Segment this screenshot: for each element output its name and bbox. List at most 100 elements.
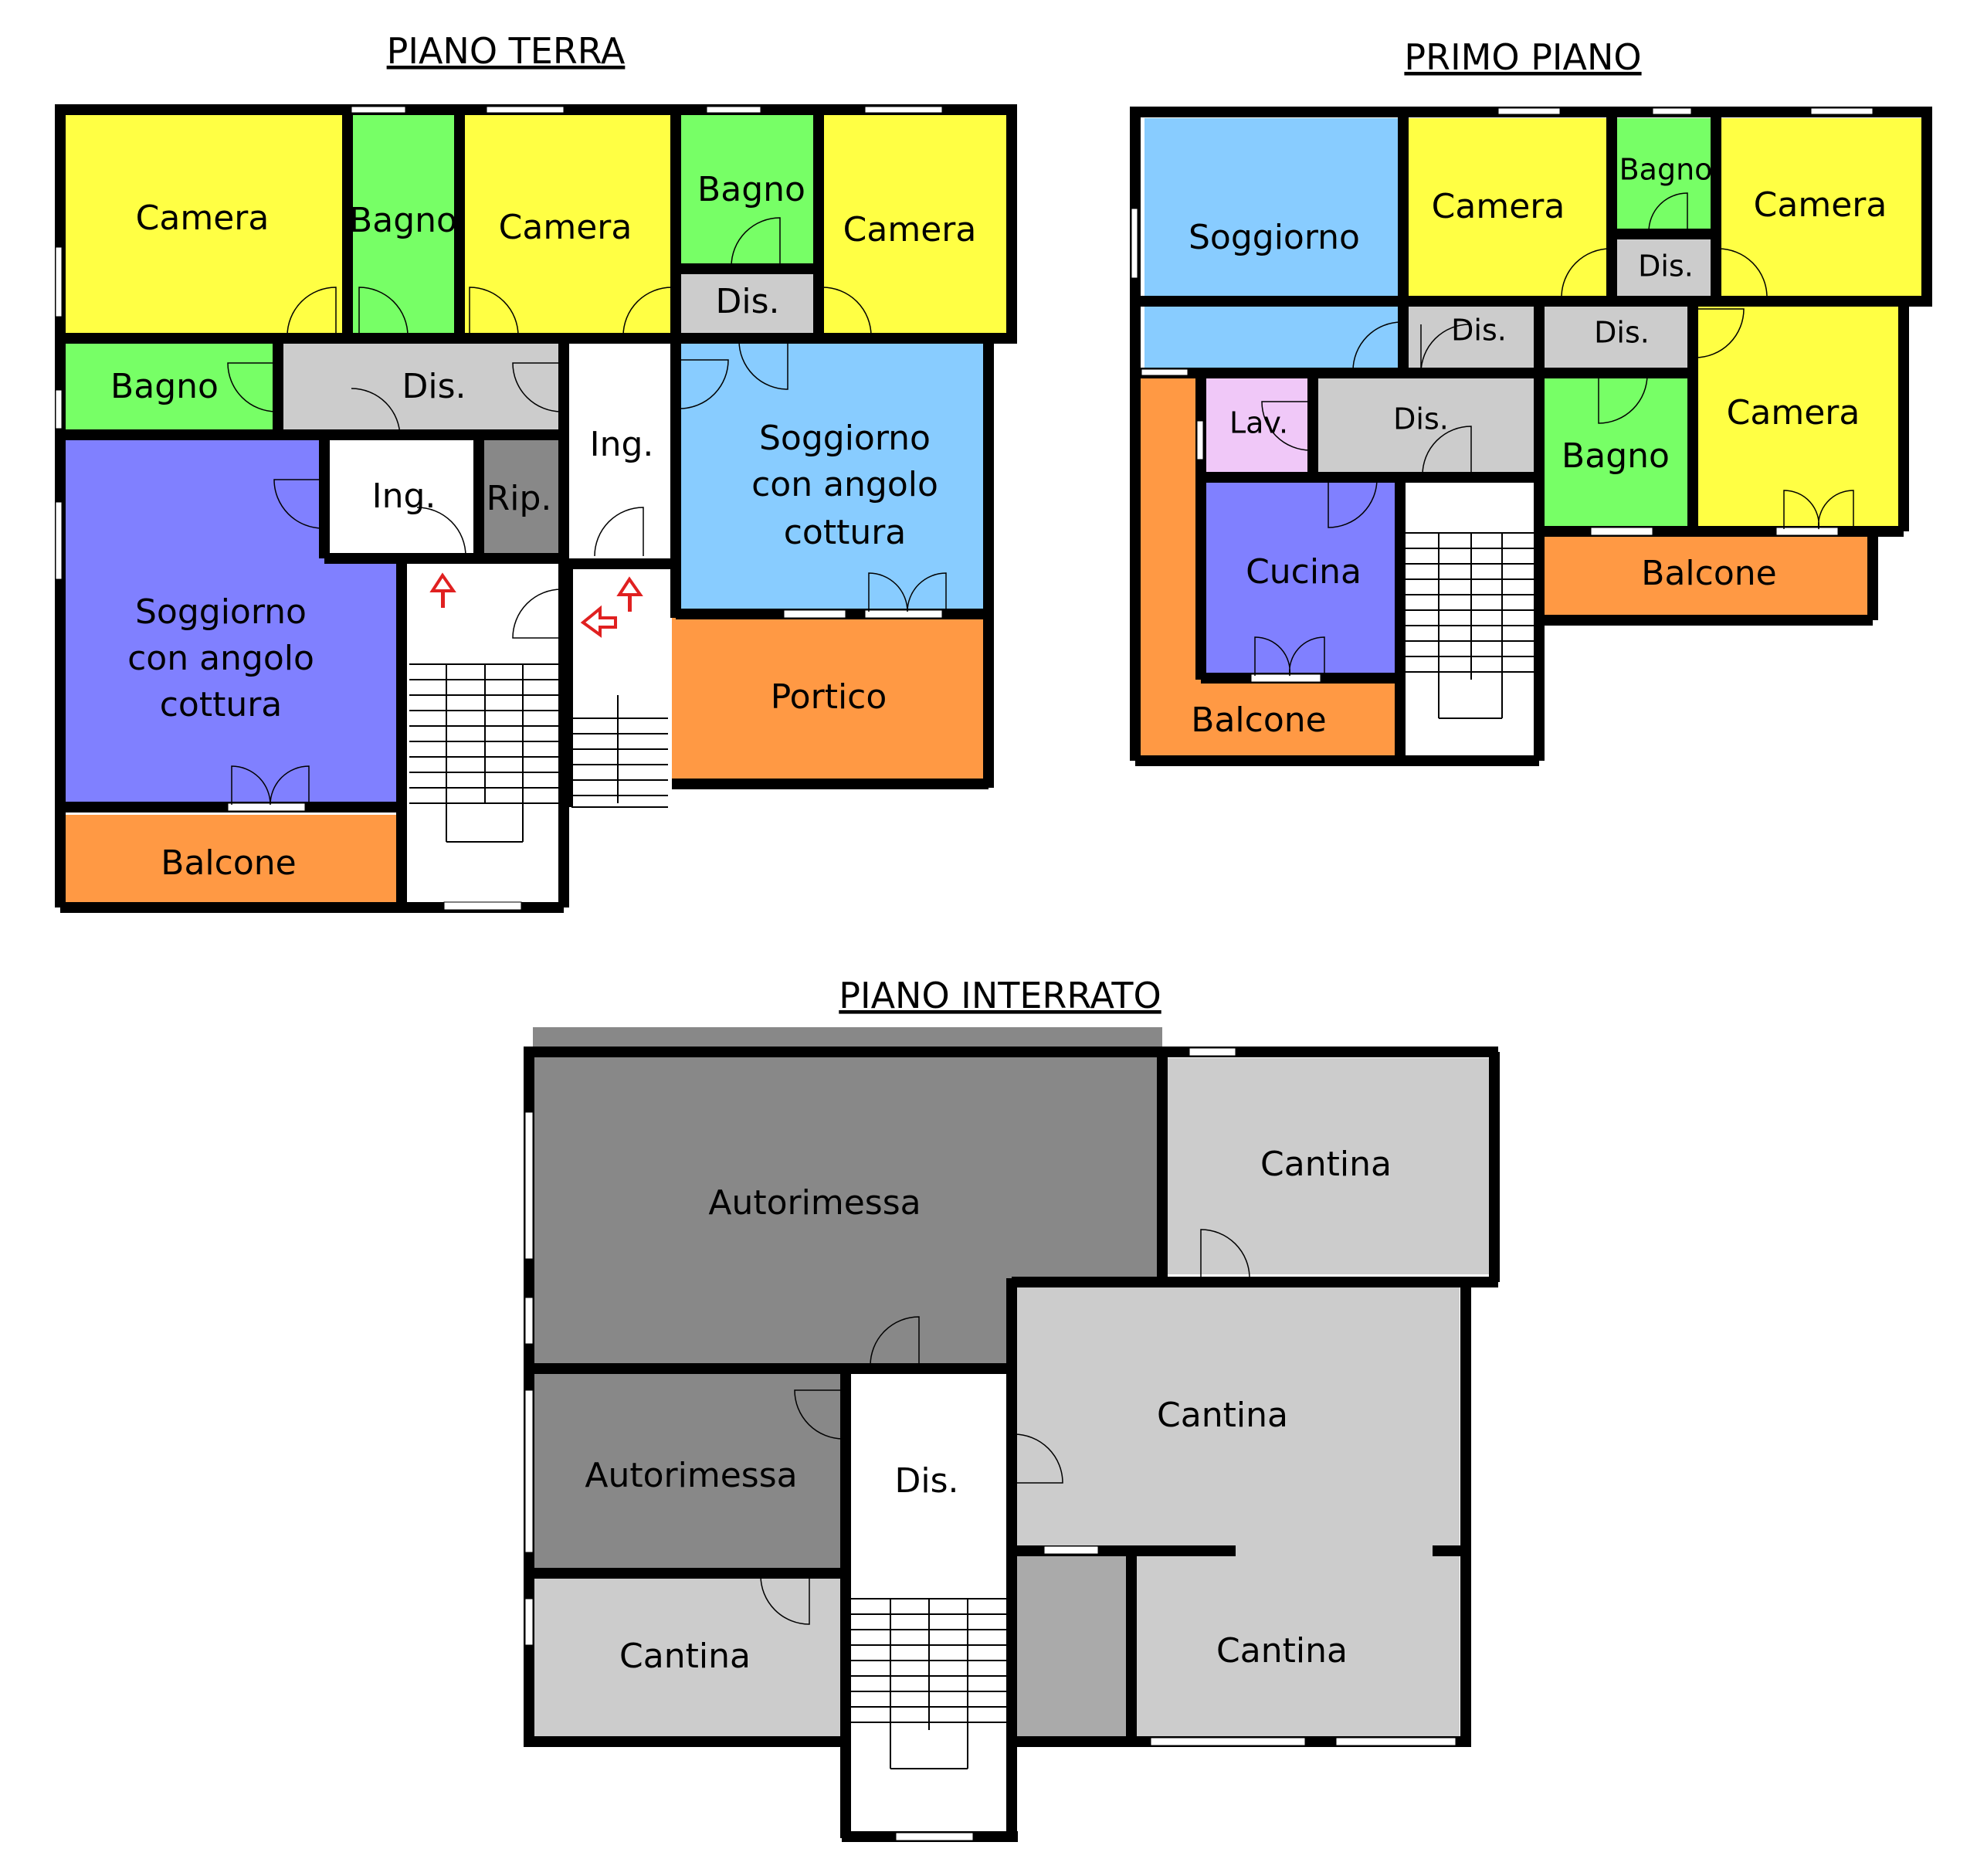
plan-shape: [55, 501, 63, 580]
room-camera: [1693, 300, 1901, 528]
room-cantina: [1162, 1058, 1494, 1274]
room-label: Dis.: [894, 1461, 958, 1501]
plan-shape: [1250, 673, 1321, 683]
plan-shape: [227, 802, 306, 812]
first-walls: [1130, 107, 1932, 766]
room-label: Portico: [771, 677, 887, 717]
plan-shape: [524, 1111, 534, 1260]
room-label: Dis.: [1638, 249, 1694, 283]
door-swing: [512, 589, 562, 639]
plan-shape: [524, 1297, 534, 1345]
room-ingresso: [324, 435, 479, 558]
door-swing: [1598, 374, 1648, 424]
door-swing: [868, 572, 947, 612]
room-label: cottura: [160, 685, 283, 724]
plan-shape: [895, 1832, 974, 1841]
room-dis: [278, 338, 564, 435]
room-dis: [676, 269, 819, 338]
room-label: Soggiorno: [759, 419, 931, 458]
room-bagno: [1612, 118, 1716, 234]
plan-shape: [1775, 527, 1839, 536]
door-swing: [1254, 636, 1325, 677]
door-swing: [760, 1575, 810, 1625]
room-label: Dis.: [1393, 402, 1449, 436]
room-balcone: [1545, 535, 1873, 616]
room-label: Dis.: [715, 282, 779, 321]
basement-stairs: [849, 1598, 1008, 1769]
room-autorimessa: [533, 1367, 846, 1572]
plan-shape: [486, 106, 565, 114]
room-label: Cantina: [1216, 1631, 1348, 1671]
door-swing: [1783, 490, 1854, 530]
first-floor-plan: PRIMO PIANO: [1130, 36, 1932, 766]
plan-shape: [1043, 1545, 1099, 1555]
room-cantina: [1131, 1552, 1460, 1738]
first-stairs: [1406, 532, 1535, 719]
room-camera: [1403, 118, 1612, 300]
room-label: con angolo: [127, 639, 314, 678]
room-label: Bagno: [1562, 436, 1670, 476]
room-label: Soggiorno: [135, 592, 307, 632]
door-swing: [1694, 308, 1745, 358]
room-cantina: [1012, 1282, 1460, 1552]
entry-arrow-icon: [429, 572, 456, 608]
plan-shape: [1189, 1047, 1236, 1057]
room-label: Ing.: [372, 477, 436, 516]
door-swing: [622, 287, 673, 337]
door-swing: [794, 1389, 844, 1440]
plan-shape: [864, 609, 943, 619]
plan-shape: [1652, 107, 1692, 115]
room-balcone: [1135, 682, 1398, 759]
room-cantina-dark: [1012, 1552, 1131, 1738]
room-label: Camera: [1754, 185, 1887, 225]
room-cantina: [533, 1572, 846, 1738]
plan-shape: [783, 609, 846, 619]
room-label: con angolo: [751, 465, 938, 504]
door-swing: [512, 362, 562, 412]
room-bagno: [676, 114, 819, 269]
room-ingresso: [564, 338, 676, 558]
room-camera: [1716, 118, 1924, 300]
door-swing: [870, 1316, 920, 1366]
room-label: Rip.: [487, 479, 552, 518]
room-label: Lav.: [1229, 406, 1288, 440]
door-swing: [1200, 1229, 1250, 1279]
door-swing: [1328, 478, 1378, 528]
room-bagno: [62, 338, 278, 435]
door-swing: [1422, 426, 1472, 476]
door-swing: [469, 287, 519, 337]
room-lav: [1205, 373, 1313, 477]
room-label: Bagno: [697, 170, 805, 209]
room-soggiorno: [1144, 118, 1403, 373]
plan-shape: [443, 901, 522, 911]
door-swing: [416, 507, 466, 557]
first-floor-title: PRIMO PIANO: [1404, 36, 1641, 78]
ground-floor-title: PIANO TERRA: [387, 30, 626, 72]
room-camera: [819, 114, 1012, 338]
room-label: Camera: [1432, 187, 1565, 226]
door-swing: [1718, 248, 1768, 298]
plan-shape: [706, 106, 761, 114]
room-label: Cantina: [1157, 1396, 1288, 1435]
plan-shape: [55, 389, 63, 429]
plan-shape: [524, 1389, 534, 1553]
room-label: Soggiorno: [1189, 218, 1360, 257]
room-label: Autorimessa: [708, 1183, 921, 1223]
room-label: Cantina: [619, 1637, 751, 1676]
door-swing: [358, 287, 409, 337]
door-swing: [1013, 1433, 1063, 1484]
door-swing: [1648, 192, 1688, 232]
room-label: Camera: [843, 210, 977, 249]
room-label: Cantina: [1260, 1145, 1392, 1184]
room-camera: [459, 114, 676, 338]
room-portico: [672, 618, 988, 780]
door-swing: [1561, 248, 1611, 298]
door-swing: [1261, 401, 1311, 451]
door-swing: [351, 388, 401, 438]
door-swing: [227, 362, 277, 412]
room-label: cottura: [784, 513, 907, 552]
basement-title: PIANO INTERRATO: [839, 975, 1161, 1016]
plan-shape: [1141, 368, 1189, 376]
room-balcone: [62, 815, 398, 907]
